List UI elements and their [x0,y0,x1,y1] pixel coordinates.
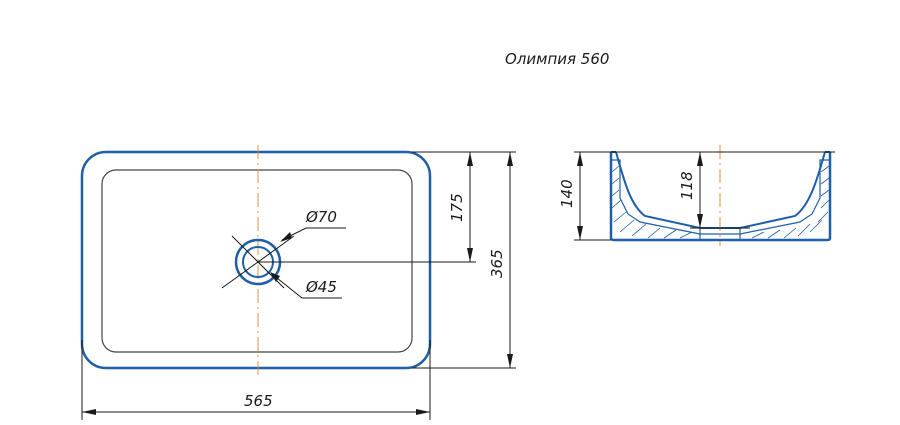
inner-diameter-label: Ø45 [305,278,337,296]
section-view: 140 118 [558,145,835,246]
height-arrow-top [577,152,583,166]
outer-diameter-label: Ø70 [305,208,337,226]
section-hatching [611,165,830,239]
outer-diameter-arrow [280,232,292,242]
width-arrow-right [416,409,430,415]
basin-outer-rim [80,150,432,370]
inner-depth-arrow-bottom [697,214,703,228]
basin-inner-bowl [101,169,413,353]
section-outer-shell [609,152,832,242]
depth-label: 365 [488,249,506,278]
inner-depth-label: 118 [678,171,696,200]
drain-offset-arrow-top [467,152,473,166]
width-label: 565 [244,392,273,410]
inner-depth-arrow-top [697,152,703,166]
depth-arrow-top [507,152,513,166]
drain-offset-arrow-bottom [467,248,473,262]
width-arrow-left [82,409,96,415]
height-arrow-bottom [577,226,583,240]
height-label: 140 [558,179,576,208]
section-left-wall [611,159,830,235]
inner-diameter-leader [271,273,342,299]
depth-arrow-bottom [507,354,513,368]
drain-offset-label: 175 [448,193,466,222]
drawing-title: Олимпия 560 [505,50,609,68]
inner-diameter-arrow [270,272,280,282]
top-view: Ø70 Ø45 175 365 565 [80,145,516,420]
